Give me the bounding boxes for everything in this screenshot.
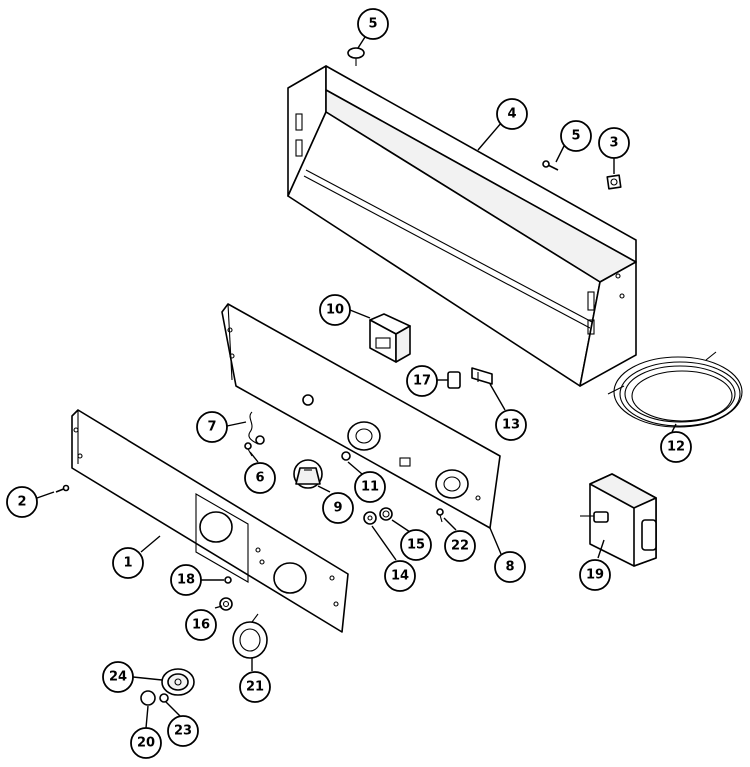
- callout-5-top: 5: [357, 8, 389, 40]
- small-knob: [219, 597, 233, 611]
- screw-22: [436, 508, 444, 523]
- callout-3-label: 3: [609, 136, 618, 151]
- callout-15-label: 15: [407, 538, 425, 553]
- callout-8: 8: [494, 551, 526, 583]
- callout-1: 1: [112, 547, 144, 579]
- control-panel-board: [221, 303, 501, 529]
- nut: [379, 507, 393, 521]
- screw-11: [341, 451, 351, 461]
- callout-8-label: 8: [505, 560, 514, 575]
- timer-assembly: [580, 473, 657, 567]
- callout-13-label: 13: [502, 418, 520, 433]
- screw-side: [542, 160, 559, 171]
- screw-2: [55, 484, 70, 493]
- callout-17-label: 17: [413, 374, 431, 389]
- wire-harness-coil: [607, 351, 743, 428]
- callout-6-label: 6: [255, 471, 264, 486]
- callout-7-label: 7: [207, 420, 216, 435]
- selector-knob: [293, 459, 323, 489]
- switch-block: [369, 313, 411, 363]
- callout-1-label: 1: [123, 556, 132, 571]
- callout-22-label: 22: [451, 539, 469, 554]
- callout-14: 14: [384, 560, 416, 592]
- callout-10: 10: [319, 294, 351, 326]
- callout-15: 15: [400, 529, 432, 561]
- screw-top: [347, 47, 365, 66]
- bracket: [471, 367, 493, 385]
- callout-2: 2: [6, 486, 38, 518]
- callout-12: 12: [660, 431, 692, 463]
- pin: [224, 576, 232, 584]
- control-panel-housing: [287, 65, 637, 387]
- callout-3: 3: [598, 127, 630, 159]
- callout-20: 20: [130, 727, 162, 759]
- callout-17: 17: [406, 365, 438, 397]
- callout-16-label: 16: [192, 618, 210, 633]
- callout-14-label: 14: [391, 569, 409, 584]
- callout-11: 11: [354, 471, 386, 503]
- callout-9: 9: [322, 492, 354, 524]
- callout-4: 4: [496, 98, 528, 130]
- callout-4-label: 4: [507, 107, 516, 122]
- callout-18: 18: [170, 564, 202, 596]
- callout-16: 16: [185, 609, 217, 641]
- callout-23: 23: [167, 715, 199, 747]
- callout-12-label: 12: [667, 440, 685, 455]
- wire-lead: [248, 411, 265, 445]
- callout-2-label: 2: [17, 495, 26, 510]
- callout-24: 24: [102, 661, 134, 693]
- front-panel: [71, 409, 349, 633]
- washer: [363, 511, 377, 525]
- clip: [606, 174, 622, 190]
- callout-5-side: 5: [560, 120, 592, 152]
- callout-6: 6: [244, 462, 276, 494]
- callout-10-label: 10: [326, 303, 344, 318]
- callout-24-label: 24: [109, 670, 127, 685]
- callout-5-top-label: 5: [368, 17, 377, 32]
- dial-ring: [232, 613, 268, 659]
- callout-7: 7: [196, 411, 228, 443]
- callout-13: 13: [495, 409, 527, 441]
- callout-22: 22: [444, 530, 476, 562]
- leader-lines: [36, 36, 677, 729]
- callout-23-label: 23: [174, 724, 192, 739]
- callout-20-label: 20: [137, 736, 155, 751]
- callout-11-label: 11: [361, 480, 379, 495]
- callout-21-label: 21: [246, 680, 264, 695]
- callout-19-label: 19: [586, 568, 604, 583]
- indicator-block: [447, 371, 461, 389]
- callout-5-side-label: 5: [571, 129, 580, 144]
- callout-18-label: 18: [177, 573, 195, 588]
- knob-cap: [140, 690, 156, 706]
- callout-9-label: 9: [333, 501, 342, 516]
- callout-21: 21: [239, 671, 271, 703]
- spring-clip: [159, 693, 169, 703]
- timer-knob: [161, 668, 195, 696]
- callout-19: 19: [579, 559, 611, 591]
